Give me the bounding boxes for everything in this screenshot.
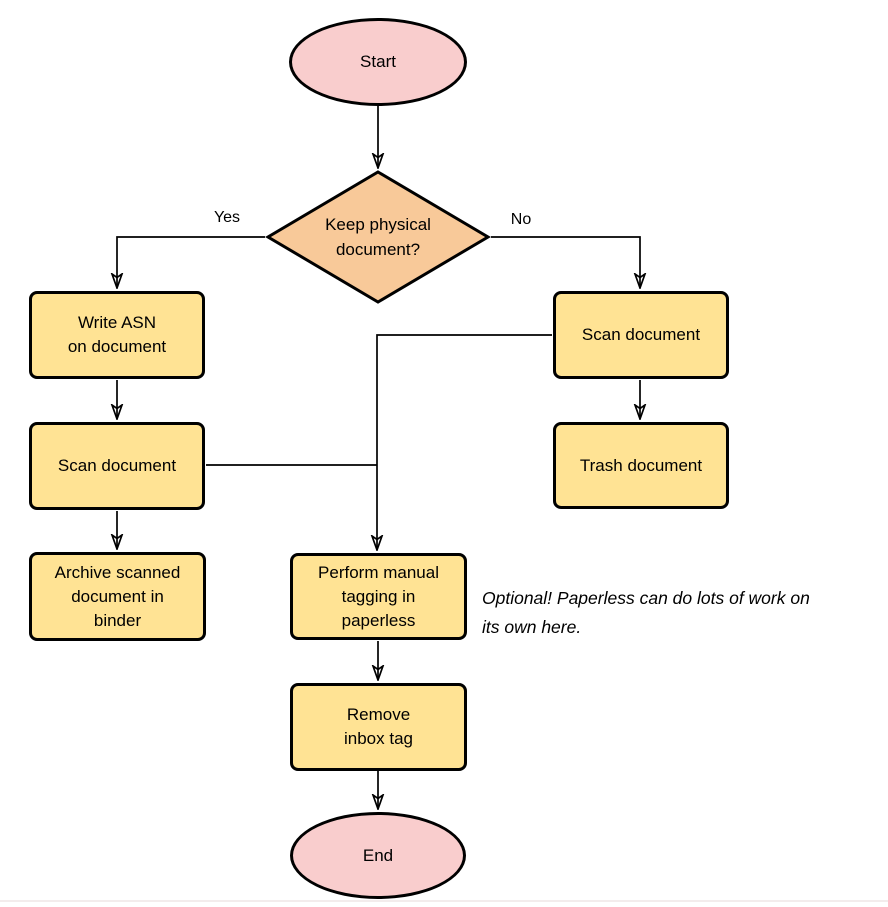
node-write-asn-label: Write ASN on document [67,313,167,356]
node-start-label: Start [360,52,396,71]
node-decision-keep-physical: Keep physical document? [265,170,491,304]
node-scan-left-label: Scan document [57,456,177,475]
node-write-asn: Write ASN on document [29,291,205,379]
edge-decision-yes-to-write-asn [117,236,265,288]
optional-note-text: Optional! Paperless can do lots of work … [482,588,810,637]
node-scan-document-left: Scan document [29,422,205,510]
node-trash-document: Trash document [553,422,729,509]
node-manual-tagging: Perform manual tagging in paperless [290,553,467,640]
edge-scan-right-to-tagging [377,334,552,550]
node-trash-label: Trash document [579,455,703,475]
node-start: Start [289,18,467,106]
bottom-divider-line [0,900,888,902]
edge-label-no: No [510,211,532,228]
node-archive-label: Archive scanned document in binder [54,562,181,630]
node-end-label: End [362,845,394,865]
decision-diamond-shape [265,170,491,304]
node-end: End [290,812,466,899]
node-scan-document-right: Scan document [553,291,729,379]
node-remove-label: Remove inbox tag [344,705,413,748]
node-tagging-label: Perform manual tagging in paperless [318,562,439,630]
node-decision-label: Keep physical document? [325,215,431,259]
node-remove-inbox-tag: Remove inbox tag [290,683,467,771]
node-scan-right-label: Scan document [581,325,701,344]
edge-decision-no-to-scan-right [491,236,640,288]
edge-label-yes: Yes [213,209,241,226]
node-archive-in-binder: Archive scanned document in binder [29,552,206,641]
